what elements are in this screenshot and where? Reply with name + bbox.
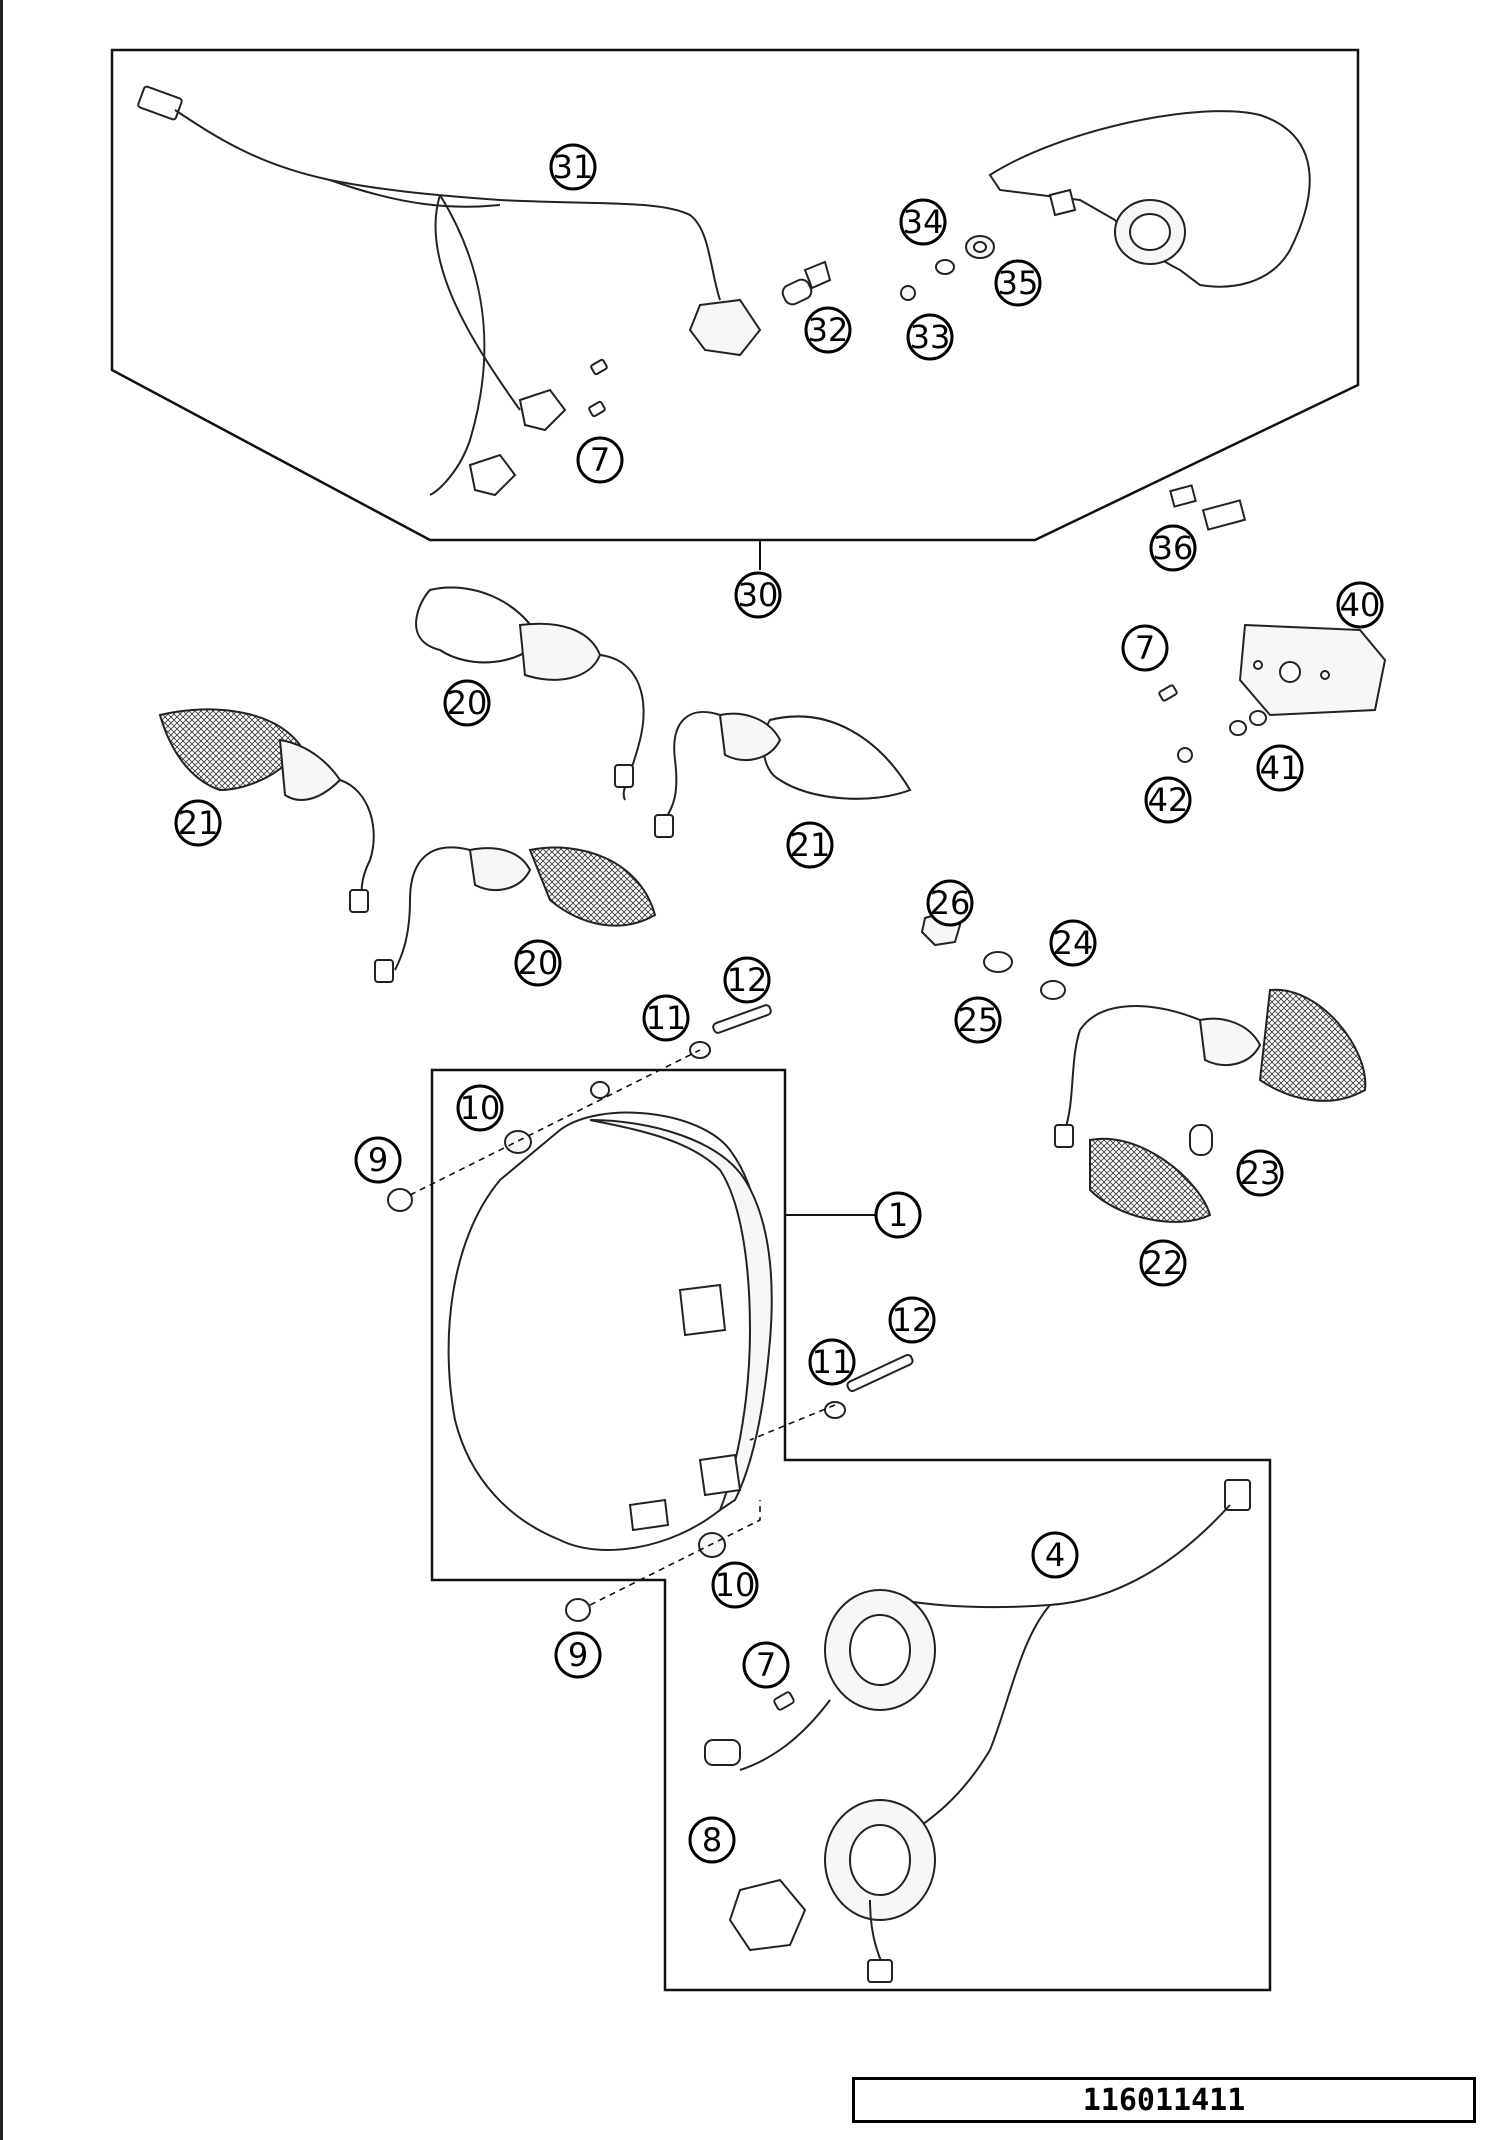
svg-text:20: 20: [447, 684, 488, 722]
callout-41: 41: [1256, 744, 1304, 792]
tail-lamp-housing: [988, 110, 1311, 288]
svg-text:1: 1: [888, 1196, 908, 1234]
callout-40: 40: [1336, 581, 1384, 629]
svg-text:35: 35: [998, 264, 1039, 302]
fasteners-33-35: [900, 235, 995, 301]
svg-text:12: 12: [892, 1301, 933, 1339]
svg-text:10: 10: [460, 1089, 501, 1127]
svg-text:7: 7: [1135, 629, 1155, 667]
callout-30: 30: [734, 571, 782, 619]
svg-text:7: 7: [590, 441, 610, 479]
diagram-reference-number: 116011411: [852, 2077, 1476, 2123]
svg-text:9: 9: [368, 1141, 388, 1179]
svg-text:20: 20: [518, 944, 559, 982]
callout-42: 42: [1144, 776, 1192, 824]
turn-signal-20-upper: [415, 586, 645, 801]
svg-text:4: 4: [1045, 1536, 1065, 1574]
reflector-40-set: [1158, 484, 1387, 763]
turn-signal-21-right: [654, 711, 912, 838]
svg-text:11: 11: [646, 999, 687, 1037]
headlight-frame: [430, 1068, 1272, 1992]
svg-text:7: 7: [756, 1646, 776, 1684]
svg-text:12: 12: [727, 961, 768, 999]
svg-text:10: 10: [715, 1566, 756, 1604]
callout-20: 20: [514, 939, 562, 987]
callout-25: 25: [954, 996, 1002, 1044]
callout-12: 12: [723, 956, 771, 1004]
callout-8: 8: [688, 1816, 736, 1864]
svg-text:11: 11: [812, 1343, 853, 1381]
turn-signal-20-lower: [374, 846, 657, 983]
svg-text:22: 22: [1143, 1244, 1184, 1282]
svg-text:21: 21: [790, 826, 831, 864]
bulb-32: [781, 260, 832, 306]
callout-11: 11: [808, 1338, 856, 1386]
callout-22: 22: [1139, 1239, 1187, 1287]
headlight-fasteners: [387, 1004, 914, 1622]
callout-23: 23: [1236, 1149, 1284, 1197]
svg-text:8: 8: [702, 1821, 722, 1859]
svg-text:33: 33: [910, 318, 951, 356]
callout-7: 7: [576, 436, 624, 484]
callout-21: 21: [786, 821, 834, 869]
svg-text:40: 40: [1340, 586, 1381, 624]
callout-10: 10: [711, 1561, 759, 1609]
callout-35: 35: [994, 259, 1042, 307]
callout-20: 20: [443, 679, 491, 727]
dashed-leaders: [409, 1049, 836, 1606]
headlight-unit: [447, 1111, 773, 1551]
callout-24: 24: [1049, 919, 1097, 967]
callout-7: 7: [1121, 624, 1169, 672]
svg-text:25: 25: [958, 1001, 999, 1039]
assembly-30-frame: [110, 48, 1360, 542]
headlight-wiring-4: [704, 1479, 1251, 1983]
svg-text:24: 24: [1053, 924, 1094, 962]
turn-signal-21-left: [158, 708, 375, 913]
callout-21: 21: [174, 799, 222, 847]
svg-text:9: 9: [568, 1636, 588, 1674]
wiring-harness: [137, 85, 762, 497]
callout-34: 34: [899, 198, 947, 246]
page-left-border: [0, 0, 3, 2140]
callout-11: 11: [642, 994, 690, 1042]
callout-1: 1: [874, 1191, 922, 1239]
turn-signal-right-assembly: [1054, 988, 1367, 1223]
callout-31: 31: [549, 143, 597, 191]
callout-9: 9: [554, 1631, 602, 1679]
small-bulbs-top: [588, 358, 608, 418]
svg-text:23: 23: [1240, 1154, 1281, 1192]
callout-12: 12: [888, 1296, 936, 1344]
callout-26: 26: [926, 879, 974, 927]
svg-text:36: 36: [1153, 529, 1194, 567]
svg-text:26: 26: [930, 884, 971, 922]
svg-text:21: 21: [178, 804, 219, 842]
svg-text:30: 30: [738, 576, 779, 614]
svg-text:31: 31: [553, 148, 594, 186]
svg-text:41: 41: [1260, 749, 1301, 787]
callout-9: 9: [354, 1136, 402, 1184]
callout-33: 33: [906, 313, 954, 361]
callout-36: 36: [1149, 524, 1197, 572]
callout-10: 10: [456, 1084, 504, 1132]
callout-4: 4: [1031, 1531, 1079, 1579]
svg-text:42: 42: [1148, 781, 1189, 819]
svg-text:32: 32: [808, 311, 849, 349]
callout-32: 32: [804, 306, 852, 354]
svg-text:34: 34: [903, 203, 944, 241]
callout-7: 7: [742, 1641, 790, 1689]
